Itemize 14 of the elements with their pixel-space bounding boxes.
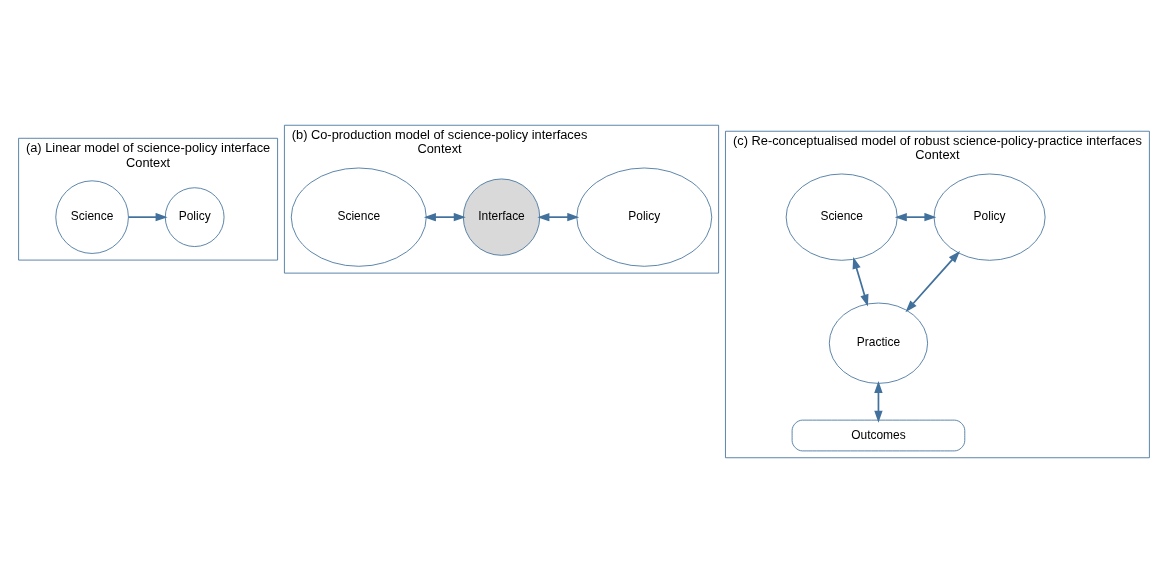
node-ellipse: Policy: [576, 167, 713, 267]
node-circle: Science: [55, 180, 129, 254]
node-ellipse: Science: [785, 173, 898, 261]
arrow: [894, 212, 937, 222]
arrow: [874, 380, 883, 423]
arrow: [852, 256, 869, 307]
arrow: [537, 212, 580, 222]
node-circle: Interface: [462, 178, 541, 256]
node-circle: Policy: [164, 187, 225, 247]
node-box: Outcomes: [791, 419, 966, 452]
arrow: [423, 212, 466, 222]
arrow: [127, 212, 168, 222]
arrow: [905, 251, 961, 313]
node-ellipse: Science: [290, 167, 427, 267]
